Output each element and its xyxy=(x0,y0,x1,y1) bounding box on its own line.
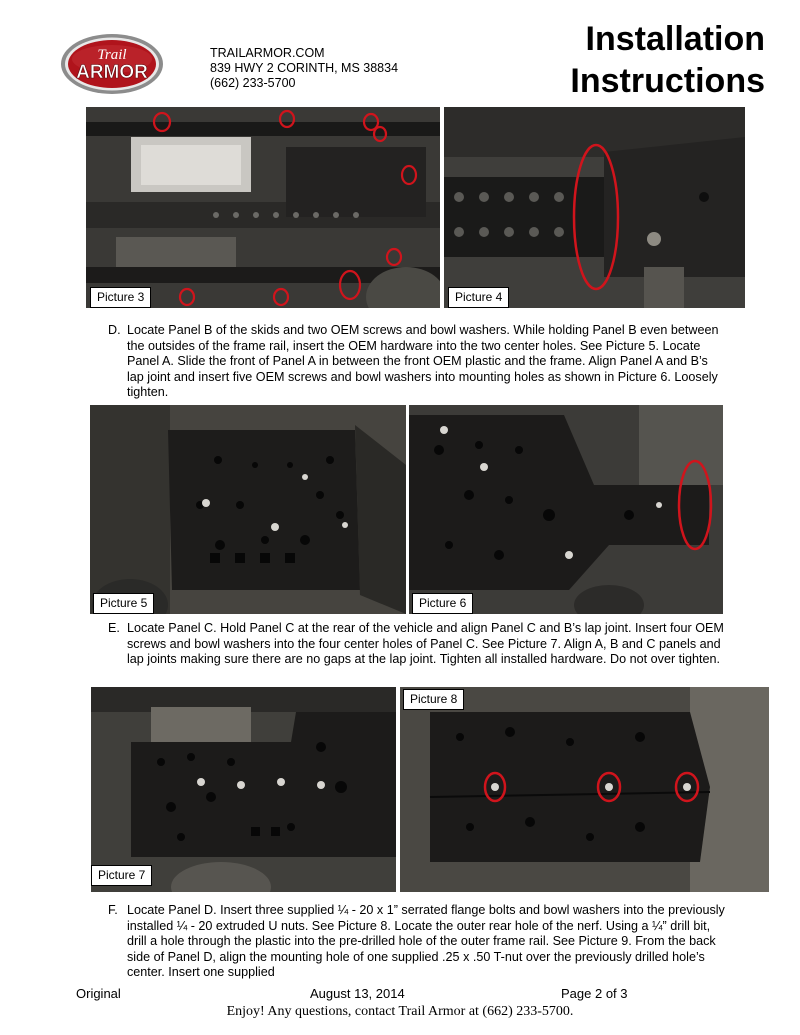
picture-6-photo: Picture 6 xyxy=(409,405,723,614)
company-info: TRAILARMOR.COM 839 HWY 2 CORINTH, MS 388… xyxy=(210,46,398,91)
step-e: E. Locate Panel C. Hold Panel C at the r… xyxy=(108,621,728,668)
step-f: F. Locate Panel D. Insert three supplied… xyxy=(108,903,728,981)
picture-5-caption: Picture 5 xyxy=(93,593,155,614)
company-phone: (662) 233-5700 xyxy=(210,76,296,90)
trail-armor-logo: Trail ARMOR xyxy=(60,33,164,95)
page-title: Installation Instructions xyxy=(570,18,765,102)
picture-7-photo: Picture 7 xyxy=(91,687,396,892)
picture-7-caption: Picture 7 xyxy=(91,865,153,886)
title-line-1: Installation xyxy=(585,20,765,58)
step-f-letter: F. xyxy=(108,903,118,917)
step-d-letter: D. xyxy=(108,323,121,337)
picture-5-photo: Picture 5 xyxy=(90,405,406,614)
company-website: TRAILARMOR.COM xyxy=(210,46,325,60)
step-e-letter: E. xyxy=(108,621,120,635)
footer-revision: Original xyxy=(76,986,121,1001)
logo-word-armor: ARMOR xyxy=(76,62,148,83)
step-f-text: Locate Panel D. Insert three supplied ¼ … xyxy=(127,903,725,980)
step-d-text: Locate Panel B of the skids and two OEM … xyxy=(127,323,719,400)
title-line-2: Instructions xyxy=(570,62,765,100)
logo-word-trail: Trail xyxy=(97,47,126,63)
footer-date: August 13, 2014 xyxy=(310,986,405,1001)
company-address: 839 HWY 2 CORINTH, MS 38834 xyxy=(210,61,399,75)
picture-4-photo: Picture 4 xyxy=(444,107,745,308)
picture-3-photo: Picture 3 xyxy=(86,107,440,308)
picture-6-caption: Picture 6 xyxy=(412,593,474,614)
step-d: D. Locate Panel B of the skids and two O… xyxy=(108,323,728,401)
picture-8-caption: Picture 8 xyxy=(403,689,465,710)
footer-contact-line: Enjoy! Any questions, contact Trail Armo… xyxy=(226,1004,574,1019)
picture-8-photo: Picture 8 xyxy=(400,687,769,892)
picture-4-caption: Picture 4 xyxy=(448,287,510,308)
step-e-text: Locate Panel C. Hold Panel C at the rear… xyxy=(127,621,724,667)
footer-page-number: Page 2 of 3 xyxy=(561,986,628,1001)
picture-3-caption: Picture 3 xyxy=(90,287,152,308)
